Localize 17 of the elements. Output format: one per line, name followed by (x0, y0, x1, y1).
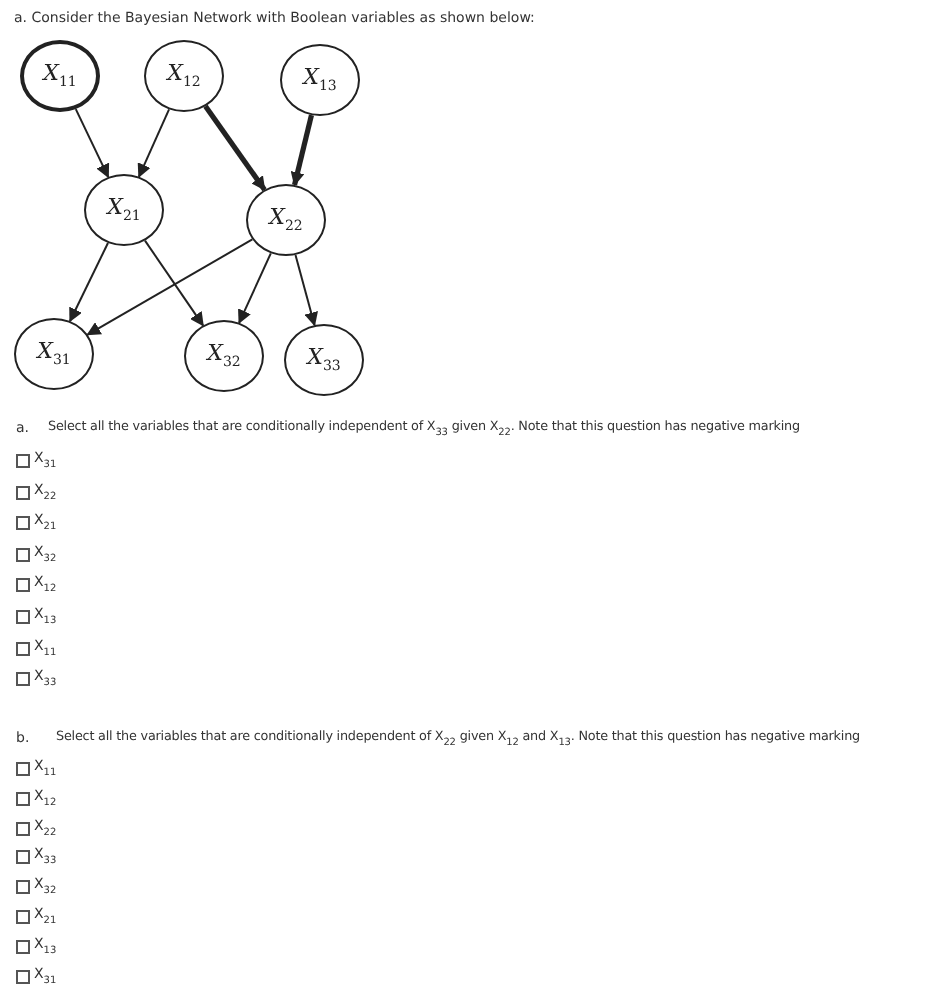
arrow (137, 108, 171, 178)
arrow (290, 114, 314, 187)
arrow (69, 242, 109, 323)
arrow (238, 252, 272, 324)
variable-node: X$_{33}$ (284, 324, 364, 396)
variable-node: X$_{21}$ (84, 174, 164, 246)
variable-node: X$_{22}$ (246, 184, 326, 256)
arrow (203, 104, 267, 192)
variable-node: X$_{11}$ (20, 40, 100, 112)
arrow (144, 239, 204, 327)
arrow (294, 253, 318, 327)
variable-node: X$_{32}$ (184, 320, 264, 392)
variable-node: X$_{12}$ (144, 40, 224, 112)
arrow (86, 238, 254, 336)
variable-node: X$_{31}$ (14, 318, 94, 390)
arrow (74, 108, 110, 179)
variable-node: X$_{13}$ (280, 44, 360, 116)
